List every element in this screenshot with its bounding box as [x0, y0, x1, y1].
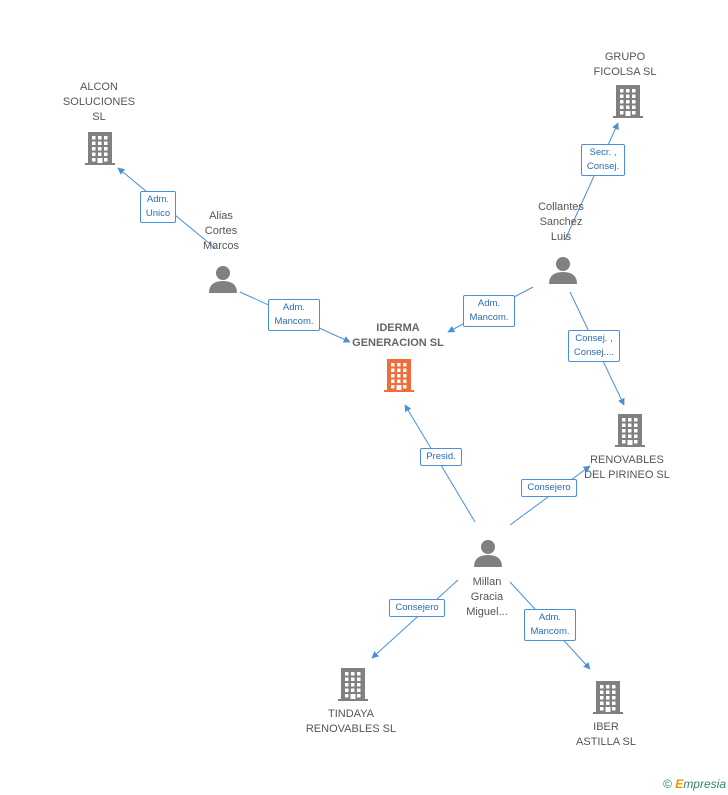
building-icon-tindaya[interactable]: [338, 668, 368, 701]
edge-label-millan-to-iderma[interactable]: Presid.: [420, 448, 462, 466]
edge-label-line: Mancom.: [469, 312, 509, 323]
edge-label-line: Unico: [145, 208, 171, 219]
node-label-line: RENOVABLES: [590, 454, 664, 466]
building-icon-iderma[interactable]: [384, 359, 414, 392]
node-label-line: IBER: [593, 721, 619, 733]
node-label-line: ALCON: [80, 81, 118, 93]
person-icon-collantes[interactable]: [549, 257, 577, 284]
node-label-line: ASTILLA SL: [576, 736, 636, 748]
edge-label-line: Consej. ,: [575, 333, 613, 344]
edge-label-millan-to-iber_astilla[interactable]: Adm. Mancom.: [524, 609, 576, 641]
brand-footer[interactable]: © Empresia: [663, 777, 726, 791]
edge-label-line: Presid.: [426, 451, 456, 462]
node-label-line: SOLUCIONES: [62, 96, 136, 108]
edge-collantes-to-grupo_ficolsa: [564, 122, 619, 241]
node-label-line: RENOVABLES SL: [305, 723, 397, 735]
node-label-line: Cortes: [204, 225, 238, 237]
edge-label-line: Mancom.: [274, 316, 314, 327]
edge-millan-to-tindaya: [371, 579, 459, 659]
node-label-line: Alias: [209, 210, 233, 222]
edge-label-collantes-to-iderma[interactable]: Adm. Mancom.: [463, 295, 515, 327]
node-label-grupo_ficolsa[interactable]: GRUPO FICOLSA SL: [594, 50, 657, 80]
node-label-line: Millan: [472, 576, 502, 588]
edge-label-line: Adm.: [538, 612, 562, 623]
edge-label-line: Secr. ,: [589, 147, 617, 158]
edge-label-collantes-to-grupo_ficolsa[interactable]: Secr. , Consej.: [580, 144, 626, 176]
building-icon-renovables_pirineo[interactable]: [615, 414, 645, 447]
copyright-symbol: ©: [663, 777, 672, 791]
node-label-tindaya[interactable]: TINDAYA RENOVABLES SL: [306, 707, 396, 737]
edge-label-millan-to-tindaya[interactable]: Consejero: [389, 599, 445, 617]
building-icon-alcon[interactable]: [85, 132, 115, 165]
edge-label-line: Consej.: [586, 161, 620, 172]
edge-label-line: Adm.: [282, 302, 306, 313]
edge-label-collantes-to-renovables_pirineo[interactable]: Consej. , Consej....: [567, 330, 621, 362]
node-label-iderma[interactable]: IDERMA GENERACION SL: [352, 321, 444, 351]
node-label-line: TINDAYA: [327, 708, 375, 720]
node-label-line: Gracia: [470, 591, 504, 603]
edge-label-line: Adm.: [477, 298, 501, 309]
building-icon-grupo_ficolsa[interactable]: [613, 85, 643, 118]
edge-label-line: Consejero: [527, 482, 571, 493]
node-label-line: SL: [92, 111, 106, 123]
node-label-line: GRUPO: [604, 51, 646, 63]
edge-label-line: Consejero: [395, 602, 439, 613]
edge-label-alias_cortes-to-iderma[interactable]: Adm. Mancom.: [268, 299, 320, 331]
node-label-line: Miguel...: [466, 606, 508, 618]
node-label-line: Collantes: [538, 201, 584, 213]
node-label-line: Marcos: [202, 240, 240, 252]
brand-initial: E: [675, 777, 684, 791]
node-label-line: Luis: [550, 231, 572, 243]
building-icon-iber_astilla[interactable]: [593, 681, 623, 714]
edge-label-line: Mancom.: [530, 626, 570, 637]
edge-label-line: Consej....: [573, 347, 615, 358]
edge-label-line: Adm.: [146, 194, 170, 205]
node-label-line: DEL PIRINEO SL: [584, 469, 670, 481]
node-label-iber_astilla[interactable]: IBER ASTILLA SL: [576, 720, 636, 750]
person-icon-millan[interactable]: [474, 540, 502, 567]
node-label-line: IDERMA: [376, 322, 420, 334]
node-label-line: Sanchez: [539, 216, 583, 228]
edge-label-millan-to-renovables_pirineo[interactable]: Consejero: [521, 479, 577, 497]
edge-label-alias_cortes-to-alcon[interactable]: Adm. Unico: [139, 191, 177, 223]
node-label-renovables_pirineo[interactable]: RENOVABLES DEL PIRINEO SL: [584, 453, 670, 483]
node-label-line: FICOLSA SL: [593, 66, 657, 78]
node-label-alcon[interactable]: ALCON SOLUCIONES SL: [63, 80, 135, 125]
brand-name: mpresia: [683, 777, 726, 791]
person-icon-alias_cortes[interactable]: [209, 266, 237, 293]
node-label-line: GENERACION SL: [352, 337, 444, 349]
